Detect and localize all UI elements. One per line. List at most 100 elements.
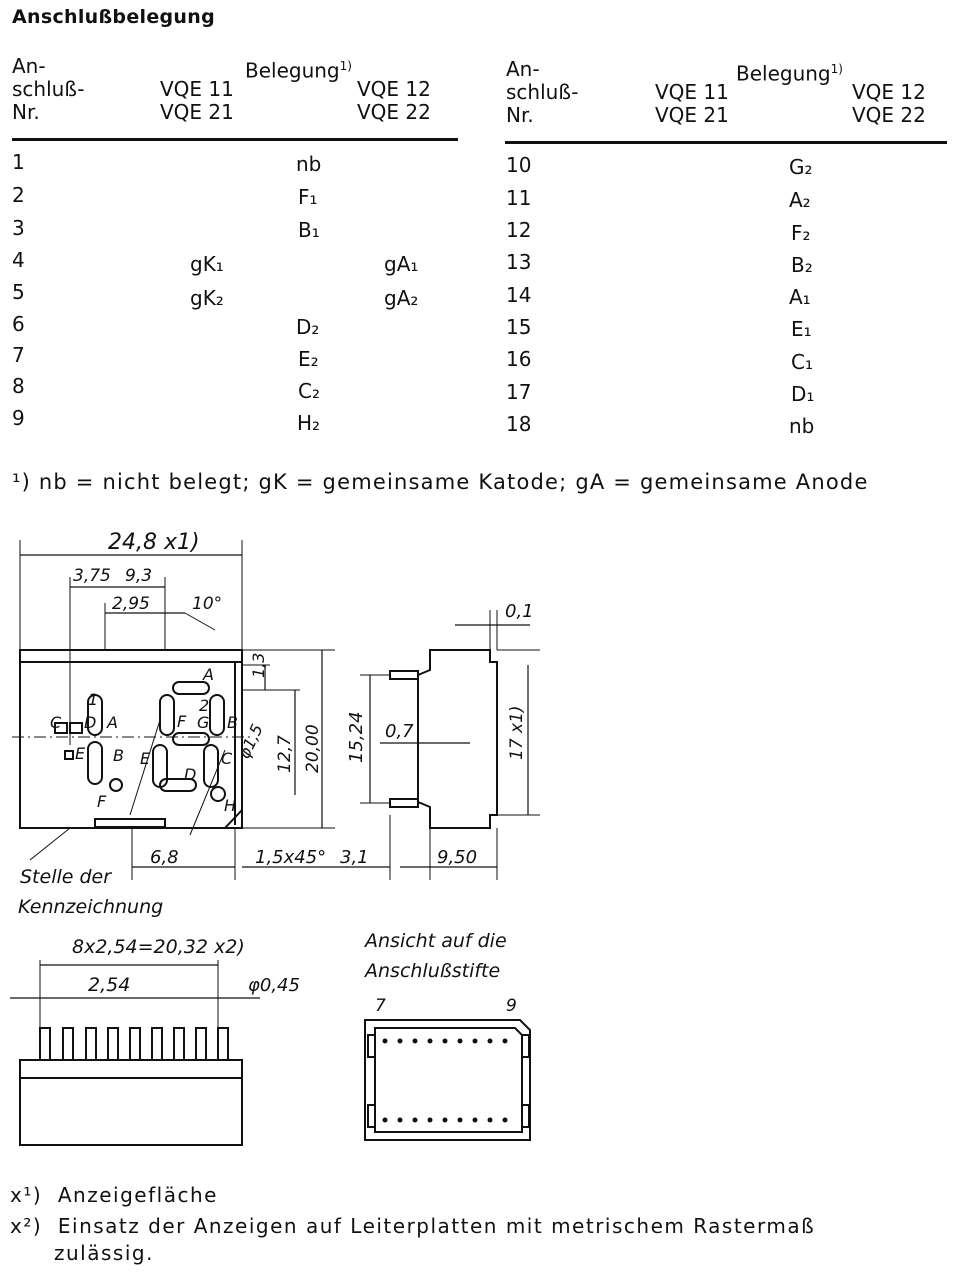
- segment-label: C: [221, 749, 233, 768]
- header-rule-right: [505, 141, 947, 144]
- segment-label: E: [75, 744, 86, 763]
- view-label: Anschlußstifte: [363, 960, 500, 982]
- table-cell: F₂: [791, 221, 811, 245]
- dim-text: 6,8: [150, 847, 179, 868]
- table-cell: gA₂: [384, 286, 419, 310]
- legend-note: ¹) nb = nicht belegt; gK = gemeinsame Ka…: [12, 470, 869, 494]
- table-row-nr: 7: [12, 343, 25, 367]
- table-cell: nb: [789, 414, 815, 438]
- table-cell: gK₂: [190, 286, 224, 310]
- dim-text: 8x2,54=20,32 x2): [72, 936, 245, 958]
- table-cell: A₁: [789, 285, 811, 309]
- table-row-nr: 12: [506, 218, 532, 242]
- segment-label: G: [197, 713, 209, 732]
- dim-text: 9,50: [437, 847, 477, 868]
- segment: [87, 694, 103, 736]
- segment: [159, 778, 197, 792]
- segment-label: B: [227, 713, 238, 732]
- header-vqe-left-b: VQE 12 VQE 22: [357, 77, 431, 124]
- segment-label: 1: [88, 690, 98, 709]
- table-cell: D₂: [296, 315, 320, 339]
- side-view-body: [417, 649, 498, 829]
- segment-label: 2: [199, 696, 209, 715]
- dim-text: 9,3: [125, 566, 152, 586]
- table-row-nr: 2: [12, 183, 25, 207]
- table-cell: gK₁: [190, 252, 224, 276]
- segment-dot: [109, 778, 123, 792]
- table-row-nr: 13: [506, 250, 532, 274]
- table-row-nr: 11: [506, 186, 532, 210]
- connector-end-view: [364, 1019, 531, 1141]
- table-cell: gA₁: [384, 252, 419, 276]
- dim-text: 3,1: [340, 847, 369, 868]
- table-row-nr: 16: [506, 347, 532, 371]
- table-row-nr: 4: [12, 248, 25, 272]
- segment-label: E: [140, 749, 151, 768]
- segment: [209, 694, 225, 736]
- segment: [172, 732, 210, 746]
- dim-text: 2,54: [88, 974, 130, 996]
- segment-label: F: [177, 712, 187, 731]
- dim-text: 20,00: [303, 724, 323, 773]
- table-cell: F₁: [298, 185, 318, 209]
- header-rule-left: [12, 138, 458, 141]
- segment-dot: [210, 786, 226, 802]
- table-row-nr: 5: [12, 280, 25, 304]
- header-assignment-right: Belegung1): [736, 61, 843, 86]
- dim-text: 10°: [192, 594, 222, 614]
- header-pin-line3: Nr.: [12, 100, 40, 124]
- marking-label: Stelle der: [20, 866, 112, 888]
- table-row-nr: 9: [12, 406, 25, 430]
- header-pin-line2: schluß-: [12, 77, 85, 101]
- table-cell: D₁: [791, 382, 815, 406]
- segment: [64, 750, 74, 760]
- table-cell: B₁: [298, 218, 320, 242]
- segment-label: D: [84, 713, 96, 732]
- header-vqe-right-b: VQE 12 VQE 22: [852, 80, 926, 127]
- segment: [152, 744, 168, 788]
- dim-text: 24,8 x1): [108, 530, 200, 555]
- table-row-nr: 8: [12, 374, 25, 398]
- segment-label: F: [97, 792, 107, 811]
- table-cell: nb: [296, 152, 322, 176]
- dim-text: 0,7: [385, 721, 414, 742]
- segment-label: A: [202, 665, 214, 684]
- table-cell: E₂: [298, 347, 319, 371]
- segment: [69, 722, 83, 734]
- table-header-pin-right: An- schluß- Nr.: [506, 57, 579, 127]
- table-cell: A₂: [789, 188, 811, 212]
- table-cell: C₁: [791, 350, 813, 374]
- header-pin-line1: An-: [12, 54, 46, 78]
- table-cell: G₂: [789, 155, 813, 179]
- view-pin-label: 9: [506, 996, 517, 1016]
- segment: [159, 694, 175, 736]
- table-row-nr: 10: [506, 153, 532, 177]
- header-assignment-left: Belegung1): [245, 58, 352, 83]
- table-cell: E₁: [791, 317, 812, 341]
- dim-text: 2,95: [112, 594, 150, 614]
- table-row-nr: 14: [506, 283, 532, 307]
- segment-label: A: [106, 713, 118, 732]
- dim-text: 0,1: [505, 601, 534, 622]
- table-row-nr: 18: [506, 412, 532, 436]
- table-header-pin-left: An- schluß- Nr.: [12, 55, 85, 124]
- footnote-1: x¹) Anzeigefläche: [10, 1183, 218, 1207]
- dim-text: 15,24: [346, 711, 367, 763]
- dim-text: 1,5x45°: [255, 847, 326, 868]
- dim-text: 3,75: [73, 566, 111, 586]
- table-cell: C₂: [298, 379, 320, 403]
- dim-text: 12,7: [275, 735, 295, 773]
- pin-view-body: [19, 1059, 243, 1146]
- view-pin-label: 7: [375, 996, 386, 1016]
- page-title: Anschlußbelegung: [12, 6, 215, 28]
- segment: [54, 722, 68, 734]
- segment-label: B: [113, 746, 124, 765]
- dim-text: φ0,45: [248, 975, 300, 996]
- table-row-nr: 1: [12, 150, 25, 174]
- segment: [203, 744, 219, 788]
- table-cell: H₂: [297, 411, 321, 435]
- view-label: Ansicht auf die: [363, 930, 507, 952]
- marking-label: Kennzeichnung: [18, 896, 163, 918]
- dim-text: φ1,5: [234, 721, 266, 762]
- footnote-2-cont: zulässig.: [54, 1241, 154, 1265]
